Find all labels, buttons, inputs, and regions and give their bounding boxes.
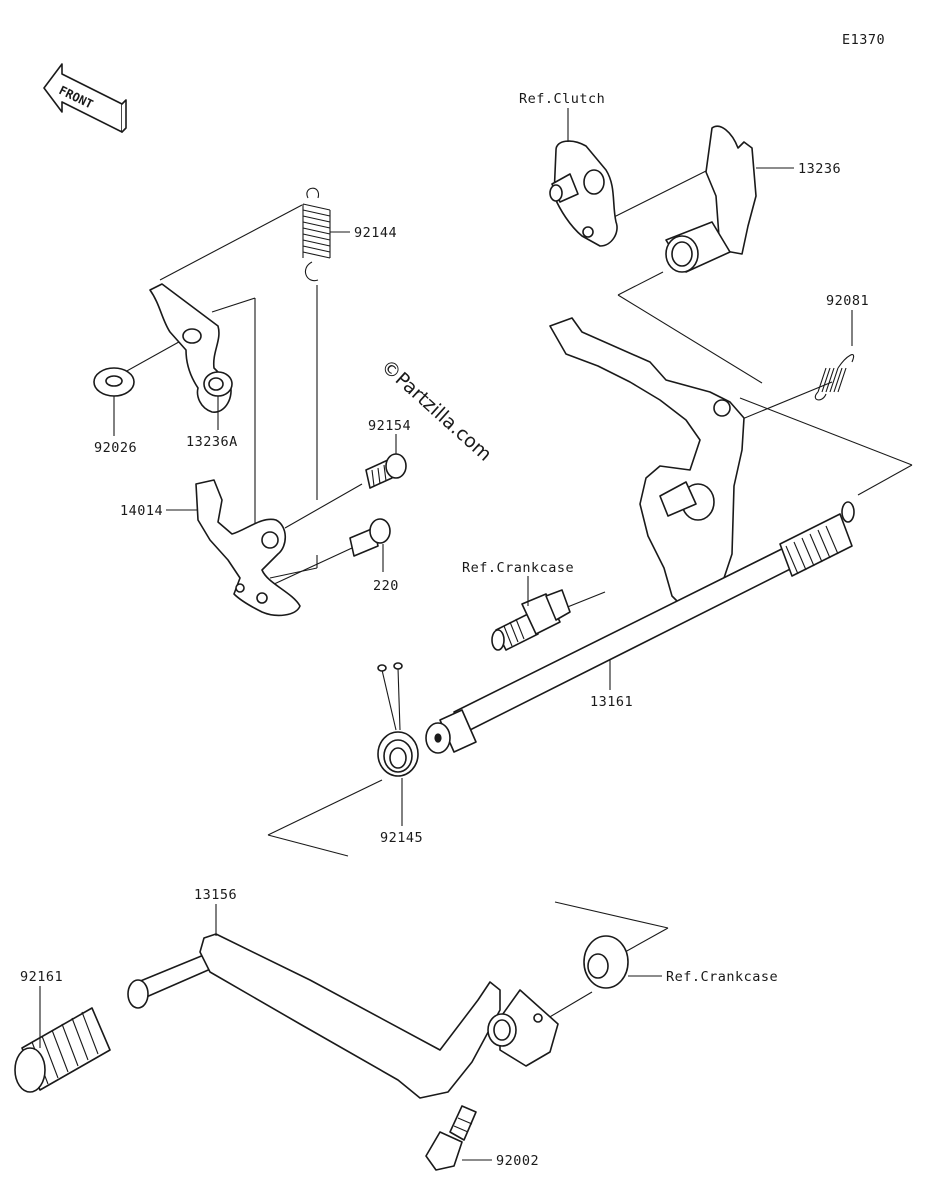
label-ref-crankcase-2: Ref.Crankcase [666,969,778,985]
label-92161: 92161 [20,969,63,985]
label-92144: 92144 [354,225,397,241]
spring-92144 [302,187,331,282]
part-labels: 92144 92026 13236A 92154 14014 220 Ref.C… [20,91,869,1169]
rubber-92161 [14,1007,111,1093]
label-ref-crankcase-1: Ref.Crankcase [462,560,574,576]
label-92081: 92081 [826,293,869,309]
arm-13236A [149,283,233,413]
washer-92026 [93,367,135,397]
label-14014: 14014 [120,503,163,519]
spring-92081 [814,354,855,401]
bolt-220 [349,518,391,557]
label-92154: 92154 [368,418,411,434]
label-92002: 92002 [496,1153,539,1169]
diagram-code: E1370 [842,32,885,48]
shaft-13161 [425,501,855,754]
bolt-92002 [425,1105,477,1171]
label-13161: 13161 [590,694,633,710]
label-13156: 13156 [194,887,237,903]
clutch-lever [549,140,618,247]
crankcase-bolt [491,589,571,651]
label-13236A: 13236A [186,434,238,450]
spring-92145 [377,662,419,777]
pedal-13156 [127,933,559,1099]
watermark: ©Partzilla.com [377,355,496,465]
front-arrow-icon: FRONT [43,63,127,133]
washer-crankcase [583,935,629,989]
leader-lines [124,167,913,1019]
label-ref-clutch: Ref.Clutch [519,91,605,107]
label-220: 220 [373,578,399,594]
label-92145: 92145 [380,830,423,846]
label-13236: 13236 [798,161,841,177]
arm-14014 [195,479,301,617]
lever-13236 [665,125,757,273]
bolt-92154 [365,453,407,489]
label-92026: 92026 [94,440,137,456]
shift-arm [549,317,745,615]
